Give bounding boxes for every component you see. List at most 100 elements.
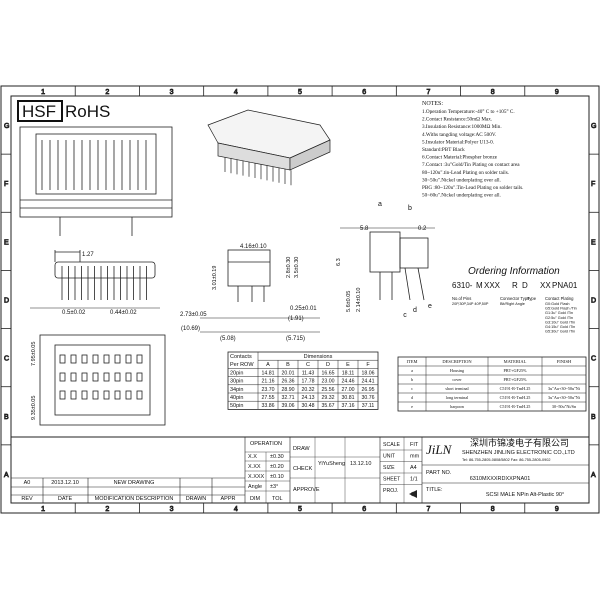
table-cell: 18.11 [342,370,355,376]
side-view-drawing [200,249,320,333]
table-row-label: 20pin [230,370,243,376]
top-view-drawing [19,126,173,236]
order-sublabel: G5:Gold Flash /Tin [545,307,577,311]
bom-cell: e [411,404,413,409]
note-line: 50~60u".Nickel underplating over all. [422,193,501,199]
table-cell: 16.65 [322,370,335,376]
left-b-dim: 0.44±0.02 [110,310,137,316]
column-marker: 9 [555,506,559,513]
order-code-part: XXX [484,281,501,290]
tol-value: ±0.20 [270,464,284,470]
order-sublabel: G2:5u" Gold /Tin [545,316,573,320]
order-sublabel: G3:10u" Gold /Tin [545,320,575,324]
note-line: 5.Insulator Material:Polyer U13-0. [422,139,494,145]
table-cell: 25.56 [322,387,335,393]
note-line: 3.Insulation Resistance:1000MΩ Min. [422,124,502,130]
row-marker: D [591,298,596,305]
column-marker: 7 [426,89,430,96]
table-col-header: C [306,362,310,368]
bom-cell: c [411,386,413,391]
dim-label: DIM [250,496,261,502]
callout-b: b [408,205,412,212]
bom-cell: 3u"Au+30~50u"Ni [548,395,581,400]
table-cell: 11.43 [302,370,315,376]
row-marker: C [4,356,9,363]
column-marker: 1 [41,506,45,513]
order-code-part: PNA01 [552,281,578,290]
row-marker: E [591,239,596,246]
approve-label: APPROVE [293,487,320,493]
right-21-dim: 2.14±0.10 [356,288,362,312]
bom-cell: harpoon [450,404,465,409]
table-col-header: D [326,362,330,368]
operation-label: OPERATION [250,441,282,447]
notes-heading: NOTES: [422,101,443,107]
table-col-header: A [266,362,270,368]
order-label: Connector Type [500,296,530,301]
bom-cell: cover [452,377,462,382]
bom-cell: 30~50u"Ni/Sn [552,404,577,409]
table-row-label: 34pin [230,387,243,393]
table-cell: 28.90 [282,387,295,393]
table-cell: 37.11 [362,403,375,409]
pitch-dim: 1.27 [82,252,94,258]
column-marker: 6 [362,89,366,96]
revision-header: REV [21,496,33,502]
company-logo: JiLN [426,442,453,457]
title-block: OPERATIONX.X±0.30X.XX±0.20X.XXX±0.10Angl… [10,436,590,504]
bom-cell: 3u"Au+30~50u"Ni [548,386,581,391]
table-cell: 18.06 [362,370,375,376]
draw-label: DRAW [293,446,310,452]
table-row-label: 40pin [230,395,243,401]
table-cell: 27.00 [342,387,355,393]
title-label: TITLE: [426,487,443,493]
bom-header: ITEM [407,359,418,364]
tol-value: ±0.10 [270,474,284,480]
row-marker: G [591,123,596,130]
bom-cell: short terminal [445,386,469,391]
table-cell: 23.70 [262,387,275,393]
revision-header: DRAWN [186,496,207,502]
order-label: Type [527,296,537,301]
note-line: 30~50u".Nickel underplating over all. [422,177,501,183]
table-col-header: E [346,362,350,368]
table-header-perrow: Per ROW [230,362,254,368]
front-h1-dim: 7.95±0.05 [31,342,37,366]
column-marker: 7 [426,506,430,513]
meta-label: PROJ. [383,488,398,494]
tol-dim: X.XXX [248,474,265,480]
side-tail-dim: 0.25±0.01 [290,306,317,312]
table-cell: 20.01 [282,370,295,376]
draw-date: 13.12.10 [350,461,371,467]
bom-cell: PBT+GF25% [503,368,527,373]
table-cell: 14.81 [262,370,275,376]
revision-cell: A0 [24,480,31,486]
order-label: Contact Plating [545,296,574,301]
order-sublabel: G0:Gold Flash [545,302,569,306]
bom-cell: C5191-R-TmH.25 [500,404,531,409]
column-marker: 9 [555,89,559,96]
column-marker: 5 [298,89,302,96]
side-c-dim: (10.69) [181,326,200,332]
order-code-part: D [522,281,528,290]
side-h2-dim: 2.8±0.30 [286,257,292,278]
side-d-dim: (5.08) [220,336,236,342]
table-header-dimensions: Dimensions [304,354,333,360]
right-56-dim: 5.6±0.05 [346,291,352,312]
column-marker: 6 [362,506,366,513]
bom-cell: PBT+GF25% [503,377,527,382]
tol-value: ±0.30 [270,454,284,460]
order-sublabel: 20P,30P,34P 40P,50P [452,302,489,306]
drawer-name: YiYuSheng [318,461,345,467]
table-cell: 24.13 [302,395,315,401]
side-h3-dim: 3.5±0.30 [294,257,300,278]
rohs-label: RoHS [65,102,110,121]
column-marker: 4 [234,89,238,96]
meta-value: 1/1 [410,477,418,483]
bom-header: MATERIAL [504,359,527,364]
meta-value: A4 [410,465,417,471]
right-58-dim: 5.8 [360,226,369,232]
front-h2-dim: 9.35±0.05 [31,396,37,420]
